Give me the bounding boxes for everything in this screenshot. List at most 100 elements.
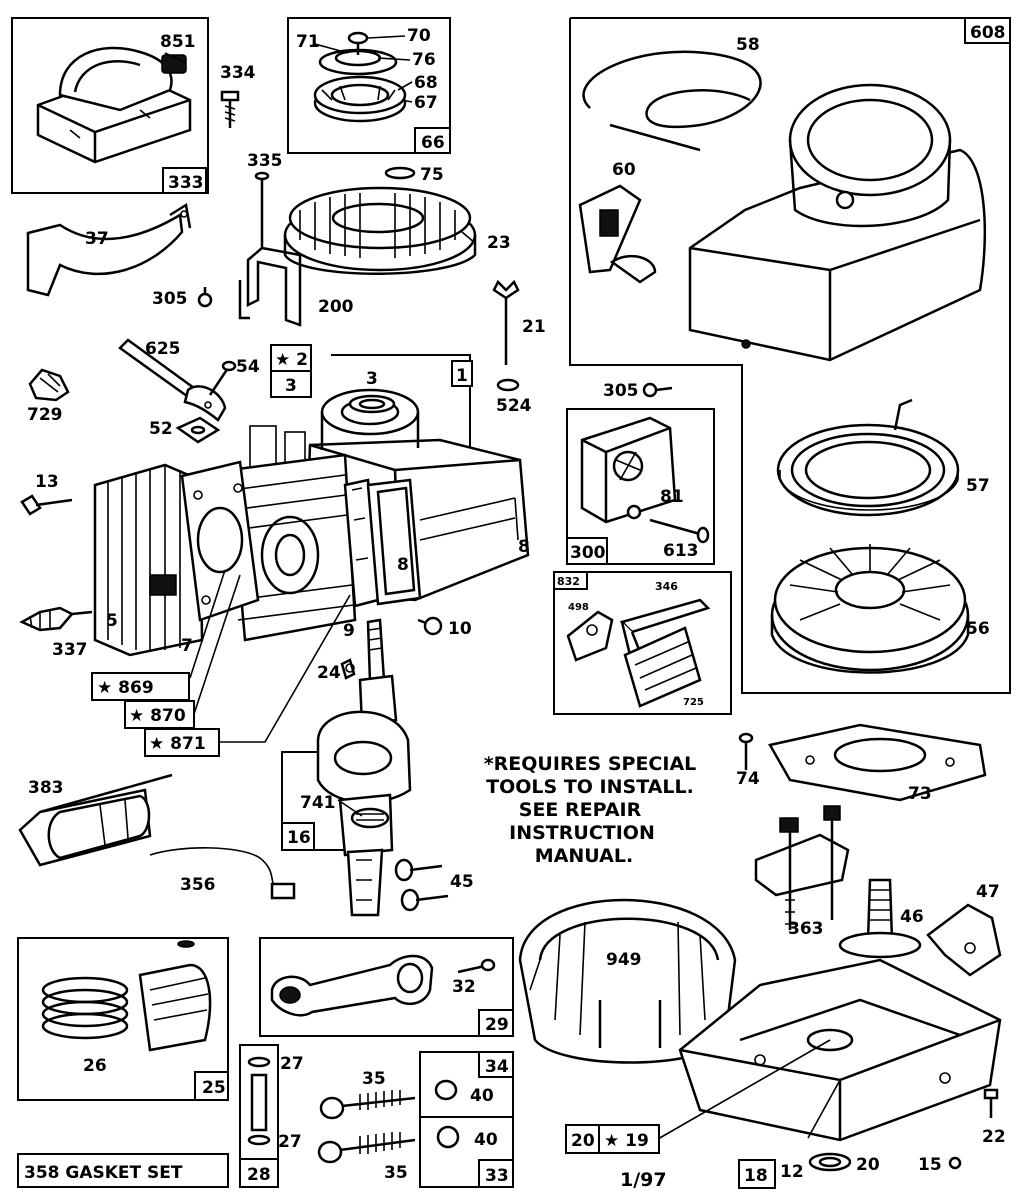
label-56: 56 (966, 619, 990, 639)
numbox-333 (162, 167, 207, 194)
label-22: 22 (982, 1127, 1006, 1147)
numbox-25 (194, 1071, 229, 1101)
label-29: 29 (485, 1015, 509, 1035)
label-37: 37 (85, 229, 109, 249)
gasket-52-part (175, 416, 221, 444)
numbox-34 (478, 1051, 514, 1078)
spark-plug-part (19, 606, 93, 632)
label-58: 58 (736, 35, 760, 55)
label-9: 9 (343, 621, 355, 641)
washer-75-part (384, 166, 416, 180)
label-32: 32 (452, 977, 476, 997)
label-35a: 35 (362, 1069, 386, 1089)
rotating-screen-part (313, 31, 407, 123)
label-40b: 40 (474, 1130, 498, 1150)
air-vane-part (26, 202, 192, 297)
part-labels: 851 334 333 70 71 76 68 67 66 58 608 60 … (24, 23, 1006, 1191)
label-741: 741 (300, 793, 336, 813)
label-15: 15 (918, 1155, 942, 1175)
numbox-870 (124, 700, 195, 729)
cylinder-fins-part (228, 453, 357, 642)
label-46: 46 (900, 907, 924, 927)
frame-1 (331, 354, 471, 470)
frame-16 (281, 751, 318, 823)
label-305a: 305 (152, 289, 188, 309)
label-869: ★ 869 (97, 678, 154, 698)
label-34: 34 (485, 1057, 509, 1077)
label-73: 73 (908, 784, 932, 804)
label-5: 5 (106, 611, 118, 631)
bolt-32-part (457, 958, 496, 974)
numbox-300 (566, 537, 608, 565)
seal-3-part (348, 394, 396, 414)
label-75: 75 (420, 165, 444, 185)
label-200: 200 (318, 297, 354, 317)
label-333: 333 (168, 173, 204, 193)
sump-part (678, 958, 1002, 1142)
label-gasket: 358 GASKET SET (24, 1163, 183, 1183)
numbox-33 (478, 1159, 514, 1188)
label-68: 68 (414, 73, 438, 93)
valve-upper-part (319, 1079, 458, 1120)
label-8b: 8 (397, 555, 409, 575)
label-16: 16 (287, 828, 311, 848)
bracket-363-part (754, 805, 850, 930)
label-871: ★ 871 (149, 734, 206, 754)
bolt-13-part (20, 494, 73, 516)
numbox-66 (414, 127, 451, 154)
blower-housing-part (688, 83, 987, 362)
connecting-rod-part (270, 954, 434, 1017)
label-25: 25 (202, 1078, 226, 1098)
dipstick-tube-part (118, 338, 227, 422)
numbox-1 (451, 360, 473, 387)
starter-handle-part (578, 184, 657, 284)
piston-rings-part (41, 940, 212, 1052)
frame-25 (17, 937, 229, 1101)
label-40a: 40 (470, 1086, 494, 1106)
label-346: 346 (655, 580, 678, 593)
flywheel-part (283, 186, 477, 275)
label-27b: 27 (278, 1132, 302, 1152)
stud-21-part (492, 279, 520, 365)
label-8: 8 (518, 537, 530, 557)
label-52: 52 (149, 419, 173, 439)
gear-741-part (350, 807, 390, 829)
label-18: 18 (744, 1166, 768, 1186)
label-300: 300 (570, 543, 606, 563)
plug-10-part (417, 616, 443, 636)
label-20box: 20 (571, 1131, 595, 1151)
label-3box: 3 (285, 376, 297, 396)
starter-rope-part (582, 50, 762, 152)
label-832: 832 (557, 575, 580, 588)
label-498: 498 (568, 602, 589, 613)
frame-333 (11, 17, 209, 194)
label-12: 12 (780, 1162, 804, 1182)
label-1: 1 (456, 366, 468, 386)
muffler-part (580, 416, 677, 524)
screw-81-part (626, 504, 642, 520)
label-date: 1/97 (620, 1169, 667, 1191)
label-47: 47 (976, 882, 1000, 902)
label-70: 70 (407, 26, 431, 46)
label-26: 26 (83, 1056, 107, 1076)
governor-shaft-part (838, 878, 922, 959)
label-335: 335 (247, 151, 283, 171)
component-383-part (18, 773, 173, 867)
seal-20-part (808, 1152, 852, 1172)
numbox-28 (239, 1158, 279, 1188)
label-725: 725 (683, 697, 704, 708)
guard-kit-part (566, 598, 711, 708)
label-608: 608 (970, 23, 1006, 43)
numbox-608 (964, 17, 1011, 44)
label-54: 54 (236, 357, 260, 377)
label-383: 383 (28, 778, 64, 798)
label-66: 66 (421, 133, 445, 153)
numbox-3 (270, 370, 312, 398)
label-524: 524 (496, 396, 532, 416)
screw-305b-part (642, 382, 673, 398)
label-74: 74 (736, 769, 760, 789)
wire-356-part (149, 847, 296, 900)
label-3: 3 (366, 369, 378, 389)
label-625: 625 (145, 339, 181, 359)
plate-73-part (768, 723, 987, 802)
